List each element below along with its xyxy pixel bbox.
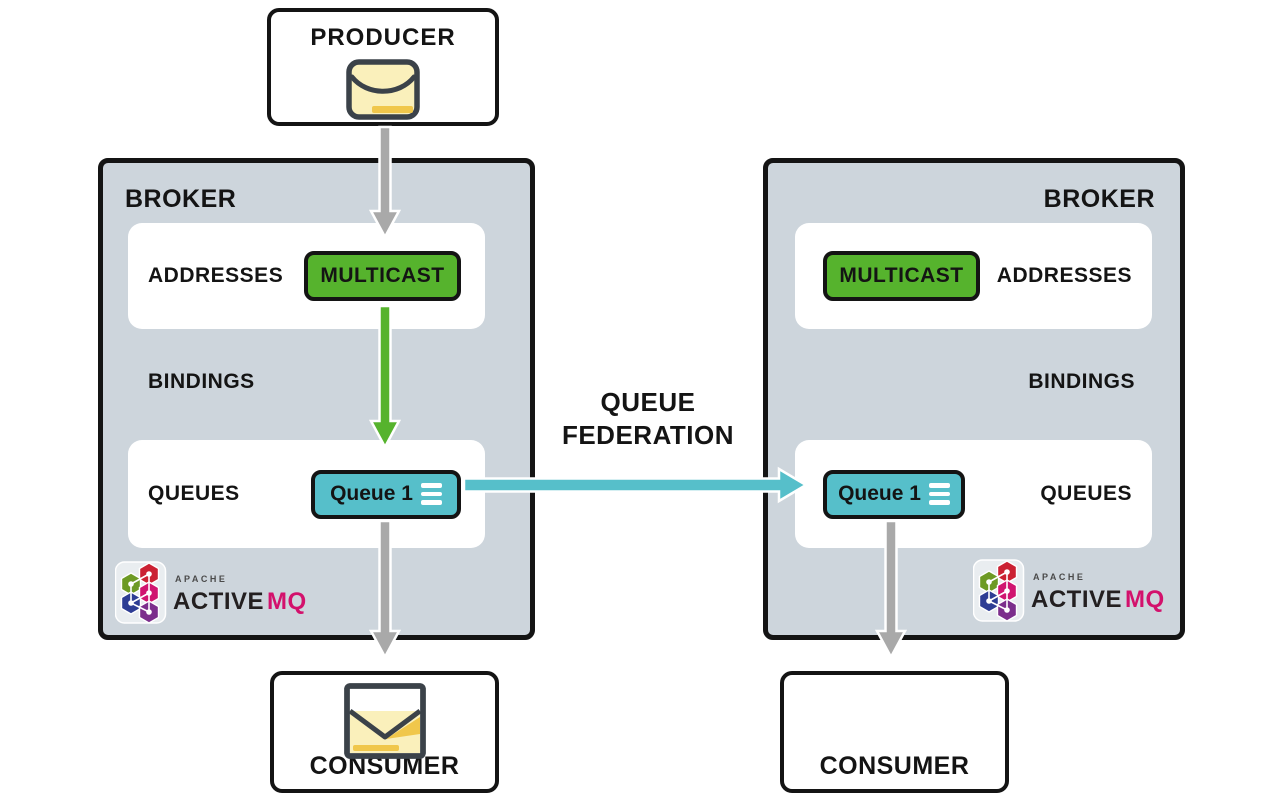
broker-right-title: BROKER	[1043, 185, 1155, 213]
open-envelope-icon	[343, 683, 426, 759]
broker-left-title: BROKER	[125, 185, 237, 213]
producer-label: PRODUCER	[310, 24, 456, 51]
bindings-label: BINDINGS	[1028, 370, 1135, 393]
queue1-badge: Queue 1	[311, 469, 461, 519]
addresses-label: ADDRESSES	[148, 264, 284, 287]
broker-left: BROKER ADDRESSES MULTICAST BINDINGS QUEU…	[98, 158, 535, 640]
multicast-badge: MULTICAST	[823, 251, 980, 301]
queue-list-icon	[928, 483, 950, 505]
queue-list-icon	[420, 483, 442, 505]
queue1-label: Queue 1	[838, 482, 921, 505]
consumer-left-box: CONSUMER	[270, 671, 499, 793]
closed-envelope-icon	[346, 59, 420, 120]
queues-label: QUEUES	[148, 482, 240, 505]
broker-left-queues-panel: QUEUES Queue 1	[128, 440, 485, 548]
producer-box: PRODUCER	[267, 8, 499, 126]
broker-right-addresses-panel: MULTICAST ADDRESSES	[795, 223, 1152, 329]
queue1-label: Queue 1	[330, 482, 413, 505]
activemq-hexagon-cluster-icon	[115, 561, 167, 624]
activemq-hexagon-cluster-icon	[973, 559, 1025, 622]
consumer-label: CONSUMER	[819, 752, 970, 780]
queue-federation-label: QUEUE FEDERATION	[561, 387, 735, 450]
broker-left-addresses-panel: ADDRESSES MULTICAST	[128, 223, 485, 329]
bindings-label: BINDINGS	[148, 370, 255, 393]
apache-label: APACHE	[1033, 572, 1085, 582]
queues-label: QUEUES	[1040, 482, 1132, 505]
broker-right-queues-panel: Queue 1 QUEUES	[795, 440, 1152, 548]
addresses-label: ADDRESSES	[996, 264, 1132, 287]
apache-label: APACHE	[175, 574, 227, 584]
consumer-right-box: CONSUMER	[780, 671, 1009, 793]
broker-right: BROKER MULTICAST ADDRESSES BINDINGS Queu…	[763, 158, 1185, 640]
multicast-badge: MULTICAST	[304, 251, 461, 301]
queue1-badge: Queue 1	[823, 469, 965, 519]
